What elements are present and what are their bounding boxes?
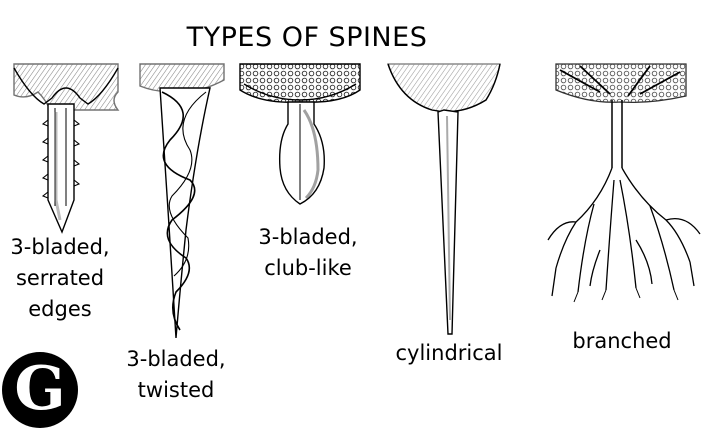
label-line: club-like [264, 256, 352, 280]
label-line: 3-bladed, [10, 235, 110, 259]
label-line: cylindrical [395, 341, 503, 365]
diagram-title: TYPES OF SPINES [186, 22, 428, 53]
label-line: 3-bladed, [258, 225, 358, 249]
spine-twisted-drawing [139, 63, 225, 339]
label-line: twisted [137, 378, 215, 402]
label-serrated: 3-bladed, serrated edges [4, 232, 116, 325]
label-club-like: 3-bladed, club-like [248, 222, 368, 284]
spine-branched-drawing [547, 63, 701, 303]
label-line: edges [28, 297, 92, 321]
label-line: branched [572, 329, 672, 353]
spine-cylindrical-drawing [387, 63, 501, 335]
label-branched: branched [560, 326, 684, 357]
label-cylindrical: cylindrical [384, 338, 514, 369]
label-line: serrated [15, 266, 105, 290]
spine-club-drawing [239, 63, 361, 205]
label-twisted: 3-bladed, twisted [116, 344, 236, 406]
label-line: 3-bladed, [126, 347, 226, 371]
spine-serrated-drawing [13, 63, 120, 234]
figure-letter-badge: G [2, 352, 78, 428]
